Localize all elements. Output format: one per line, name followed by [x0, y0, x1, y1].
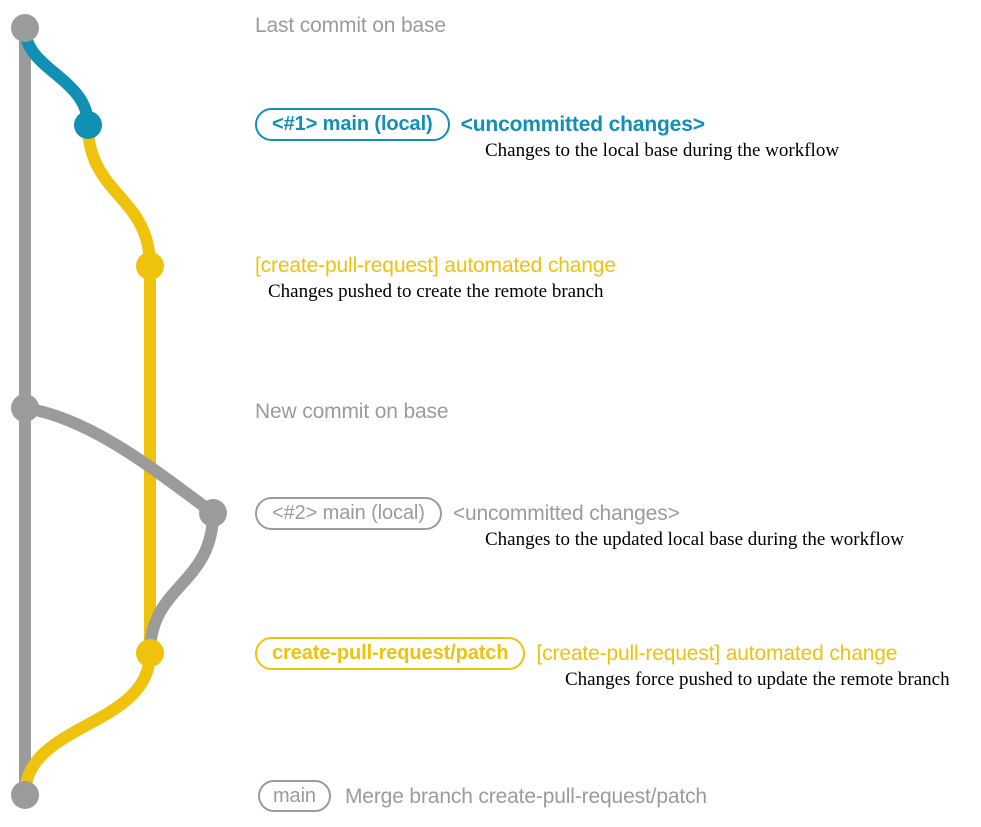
- node-local-2: [199, 499, 227, 527]
- node-patch-2: [136, 639, 164, 667]
- commit-subtext: Changes force pushed to update the remot…: [565, 669, 950, 690]
- commit-headline: New commit on base: [255, 399, 449, 423]
- node-merge-commit: [11, 781, 39, 809]
- commit-headline: Merge branch create-pull-request/patch: [344, 784, 707, 808]
- edge-local-1-to-patch-1: [82, 119, 156, 272]
- node-patch-1: [136, 252, 164, 280]
- commit-row-merge: main Merge branch create-pull-request/pa…: [0, 779, 981, 813]
- node-base-new: [11, 394, 39, 422]
- commit-subtext-wrap: Changes pushed to create the remote bran…: [0, 282, 981, 302]
- commit-subtext: Changes pushed to create the remote bran…: [268, 281, 604, 302]
- commit-subtext: Changes to the local base during the wor…: [485, 140, 840, 161]
- branch-badge-main-local-2[interactable]: <#2> main (local): [255, 496, 442, 530]
- branch-badge-main[interactable]: main: [258, 780, 331, 812]
- commit-subtext: Changes to the updated local base during…: [485, 529, 904, 550]
- commit-headline: [create-pull-request] automated change: [255, 253, 616, 277]
- edge-patch-2-to-merge: [19, 647, 156, 801]
- commit-row-last-commit: Last commit on base: [0, 8, 981, 42]
- commit-row-commit-3: <#2> main (local) <uncommitted changes> …: [0, 496, 981, 550]
- node-local-1: [74, 111, 102, 139]
- commit-subtext-wrap: Changes force pushed to update the remot…: [0, 670, 981, 690]
- commit-headline: Last commit on base: [255, 13, 446, 37]
- commit-row-commit-1: <#1> main (local) <uncommitted changes> …: [0, 107, 981, 161]
- commit-headline: <uncommitted changes>: [460, 112, 705, 136]
- commit-headline: <uncommitted changes>: [452, 501, 680, 525]
- commit-headline: [create-pull-request] automated change: [536, 641, 898, 665]
- commit-row-new-commit: New commit on base: [0, 394, 981, 428]
- node-base-head: [11, 14, 39, 42]
- commit-row-commit-4: create-pull-request/patch [create-pull-r…: [0, 636, 981, 690]
- edge-base-new-to-local-2: [19, 402, 219, 519]
- commit-subtext-wrap: Changes to the local base during the wor…: [0, 141, 981, 161]
- commit-row-commit-2: [create-pull-request] automated change C…: [0, 248, 981, 302]
- branch-badge-create-pull-request-patch[interactable]: create-pull-request/patch: [255, 636, 526, 670]
- commit-subtext-wrap: Changes to the updated local base during…: [0, 530, 981, 550]
- branch-badge-main-local-1[interactable]: <#1> main (local): [255, 107, 450, 141]
- edge-local-2-to-patch-2: [144, 507, 219, 659]
